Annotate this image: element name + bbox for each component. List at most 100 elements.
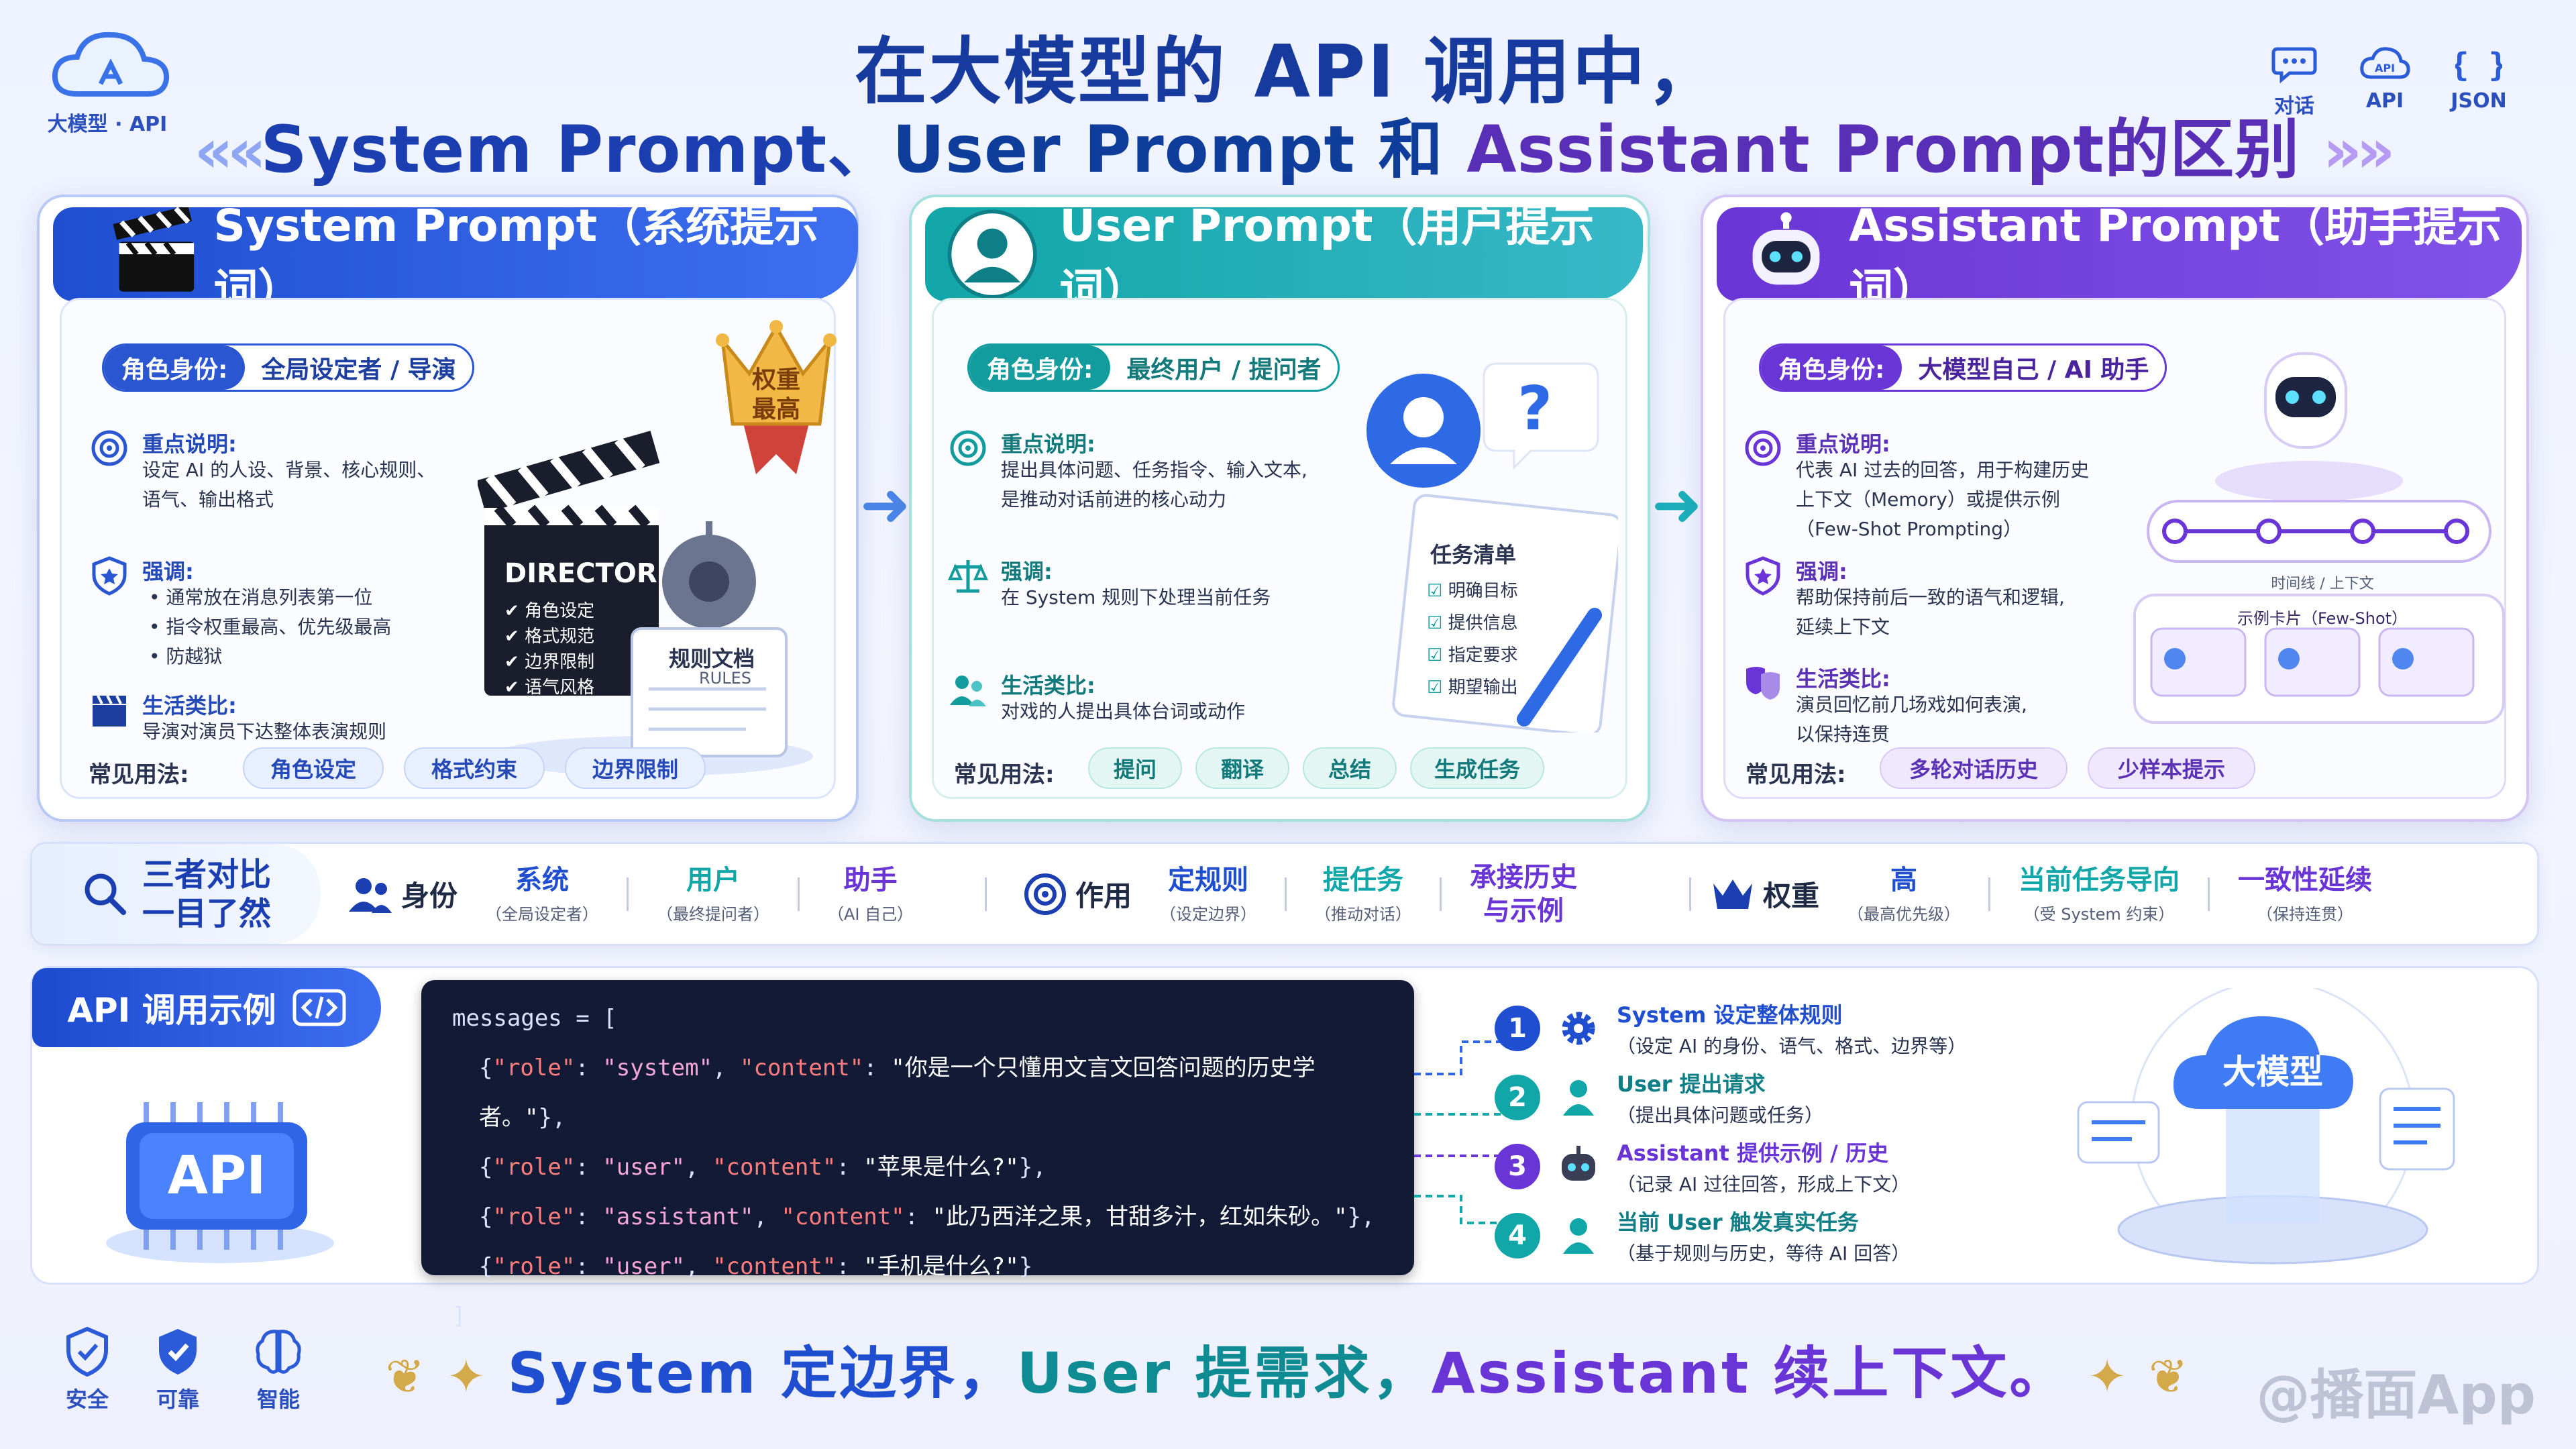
tag-format-constraint[interactable]: 格式约束	[404, 747, 545, 789]
api-chip-label: API	[167, 1146, 266, 1206]
divider	[1689, 877, 1691, 911]
user-avatar-icon	[947, 209, 1037, 299]
user-question-icon	[1366, 362, 1623, 737]
tag-few-shot[interactable]: 少样本提示	[2088, 747, 2255, 789]
top-icon-json[interactable]: { } JSON	[2438, 44, 2519, 113]
slogan: ❦ ✦ System 定边界，User 提需求，Assistant 续上下文。 …	[385, 1340, 2191, 1406]
api-example-section: API 调用示例 API messages = [ {"role": "syst…	[30, 966, 2539, 1330]
system-sec1-text: 设定 AI 的人设、背景、核心规则、 语气、输出格式	[142, 459, 436, 511]
user-sec1-title: 重点说明:	[1001, 431, 1095, 457]
divider	[798, 877, 800, 911]
assistant-sec2-title: 强调:	[1796, 559, 1847, 584]
model-label: 大模型	[2222, 1053, 2323, 1091]
theater-masks-icon	[1746, 667, 1780, 700]
assistant-card-body: 角色身份: 大模型自己 / AI 助手 重点说明: 代表 AI 过去的回答，用于…	[1723, 298, 2506, 799]
director-board-icon	[476, 431, 813, 776]
model-cloud-illustration: 大模型	[2031, 980, 2514, 1277]
scales-icon	[947, 560, 989, 593]
compare-weight-group: 权重 高（最高优先级） 当前任务导向（受 System 约束） 一致性延续（保持…	[1709, 844, 2541, 944]
shield-icon	[92, 556, 127, 596]
tag-summarize[interactable]: 总结	[1303, 747, 1397, 789]
user-usage-label: 常见用法:	[954, 761, 1055, 788]
user-illustration: ? 任务清单 ☑ 明确目标 ☑ 提供信息 ☑ 指定要求 ☑ 期望输出	[1363, 357, 1623, 737]
assistant-card-header: Assistant Prompt（助手提示词）	[1717, 200, 2522, 316]
top-icon-api[interactable]: API API	[2345, 44, 2425, 113]
bottom-icon-smart: 智能	[238, 1325, 319, 1413]
task-list-items: ☑ 明确目标 ☑ 提供信息 ☑ 指定要求 ☑ 期望输出	[1427, 581, 1518, 698]
system-card-body: 角色身份: 全局设定者 / 导演 重点说明: 设定 AI 的人设、背景、核心规则…	[60, 298, 837, 799]
divider	[627, 877, 629, 911]
svg-text:{ }: { }	[2455, 46, 2502, 84]
bottom-icon-safe: 安全	[47, 1325, 127, 1413]
people-icon	[349, 877, 392, 913]
code-open: messages = [	[452, 1005, 617, 1032]
crown-badge: 权重 最高	[709, 313, 843, 474]
shield-icon	[66, 1326, 108, 1377]
cloud-api-icon: API	[2360, 47, 2410, 79]
assistant-sec3-text: 演员回忆前几场戏如何表演, 以保持连贯	[1796, 694, 2027, 745]
system-role-pill: 角色身份: 全局设定者 / 导演	[102, 343, 474, 392]
director-illustration: DIRECTOR ✔ 角色设定 ✔ 格式规范 ✔ 边界限制 ✔ 语气风格 规则文…	[476, 407, 826, 783]
user-prompt-card: User Prompt（用户提示词） 角色身份: 最终用户 / 提问者 重点说明…	[909, 195, 1650, 822]
crown-icon	[1713, 879, 1752, 909]
code-tag-icon	[292, 989, 346, 1026]
system-sec2-text: • 通常放在消息列表第一位 • 指令权重最高、优先级最高 • 防越狱	[149, 586, 392, 667]
messages-code-block: messages = [ {"role": "system", "content…	[421, 980, 1414, 1330]
tag-multi-turn-history[interactable]: 多轮对话历史	[1880, 747, 2068, 789]
brain-icon	[256, 1330, 301, 1374]
tag-role-setting[interactable]: 角色设定	[243, 747, 384, 789]
user-sec2-title: 强调:	[1001, 559, 1053, 584]
system-sec1-title: 重点说明:	[142, 431, 237, 457]
chat-icon	[2271, 47, 2317, 84]
system-card-header: System Prompt（系统提示词）	[53, 200, 858, 316]
cloud-server-icon	[2077, 980, 2455, 1265]
arrow-user-to-assistant-icon: ➜	[1652, 470, 1703, 540]
assistant-sec1-title: 重点说明:	[1796, 431, 1890, 457]
step-1: 1 System 设定整体规则（设定 AI 的身份、语气、格式、边界等）	[1495, 995, 2098, 1062]
step-2: 2 User 提出请求（提出具体问题或任务）	[1495, 1064, 2098, 1131]
system-sec2-title: 强调:	[142, 559, 194, 584]
tag-ask[interactable]: 提问	[1088, 747, 1182, 789]
page-title-line1: 在大模型的 API 调用中，	[854, 30, 1722, 114]
target-icon	[1745, 430, 1781, 466]
board-items: ✔ 角色设定 ✔ 格式规范 ✔ 边界限制 ✔ 语气风格	[504, 601, 595, 698]
clapper-small-icon	[93, 695, 126, 727]
left-chevrons-icon: « «	[194, 116, 267, 186]
laurel-right-icon: ✦ ❦	[2068, 1349, 2191, 1404]
api-chip-illustration: API	[93, 1082, 347, 1270]
doc-subtitle: RULES	[699, 669, 752, 688]
tag-translate[interactable]: 翻译	[1195, 747, 1289, 789]
user-sec3-title: 生活类比:	[1001, 673, 1095, 698]
code-message-4: {"role": "user", "content": "手机是什么?"}	[479, 1253, 1033, 1280]
right-chevrons-icon: » »	[2322, 116, 2396, 186]
shield-icon	[1746, 556, 1780, 596]
task-list-title: 任务清单	[1430, 542, 1517, 568]
question-mark: ?	[1517, 374, 1553, 444]
robot-icon	[1562, 1146, 1595, 1181]
system-sec3-text: 导演对演员下达整体表演规则	[142, 720, 387, 743]
top-icon-chat[interactable]: 对话	[2254, 44, 2334, 119]
assistant-sec3-title: 生活类比:	[1796, 666, 1890, 692]
code-close: ]	[452, 1303, 466, 1330]
robot-timeline-icon	[2133, 352, 2505, 724]
tag-boundary-limit[interactable]: 边界限制	[565, 747, 706, 789]
laurel-left-icon: ❦ ✦	[385, 1349, 508, 1404]
check-shield-icon	[159, 1329, 197, 1375]
user-role-pill: 角色身份: 最终用户 / 提问者	[967, 343, 1340, 392]
system-sec3-title: 生活类比:	[142, 693, 237, 718]
system-usage-label: 常见用法:	[89, 761, 189, 788]
logo-label: 大模型 · API	[47, 113, 168, 136]
user-sec3-text: 对戏的人提出具体台词或动作	[1001, 700, 1246, 722]
api-example-tab[interactable]: API 调用示例	[32, 968, 381, 1047]
tag-generate-task[interactable]: 生成任务	[1410, 747, 1544, 789]
target-icon	[91, 430, 127, 466]
arrow-system-to-user-icon: ➜	[860, 470, 911, 540]
api-chip-icon	[106, 1102, 334, 1263]
divider	[1440, 877, 1442, 911]
user-card-header: User Prompt（用户提示词）	[925, 200, 1643, 316]
compare-identity-group: 身份 系统（全局设定者） 用户（最终提问者） 助手（AI 自己）	[347, 844, 985, 944]
assistant-illustration: 时间线 / 上下文 示例卡片（Few-Shot）	[2128, 327, 2517, 743]
target-icon	[950, 430, 986, 466]
connector-arrows-icon	[1414, 1040, 1521, 1224]
user-card-body: 角色身份: 最终用户 / 提问者 重点说明: 提出具体问题、任务指令、输入文本,…	[932, 298, 1627, 799]
